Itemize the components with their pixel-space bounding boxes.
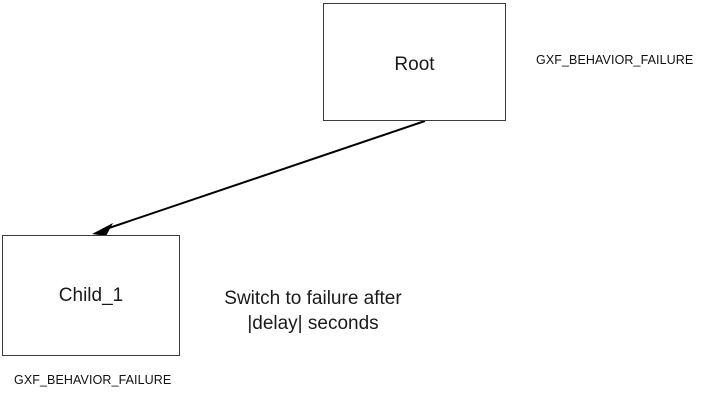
edge-annotation: Switch to failure after |delay| seconds xyxy=(213,286,413,336)
node-root-status-label: GXF_BEHAVIOR_FAILURE xyxy=(536,53,694,67)
edge-annotation-line-2: |delay| seconds xyxy=(247,313,379,334)
arrowhead-icon xyxy=(92,223,113,236)
node-root[interactable]: Root xyxy=(323,3,506,121)
edge-annotation-line-1: Switch to failure after xyxy=(224,288,402,309)
node-root-label: Root xyxy=(394,53,435,75)
node-child-1-status-label: GXF_BEHAVIOR_FAILURE xyxy=(14,373,172,387)
edge-root-to-child-1 xyxy=(92,120,426,236)
edge-line xyxy=(102,120,426,231)
node-child-1[interactable]: Child_1 xyxy=(2,235,180,356)
node-child-1-label: Child_1 xyxy=(58,285,124,306)
